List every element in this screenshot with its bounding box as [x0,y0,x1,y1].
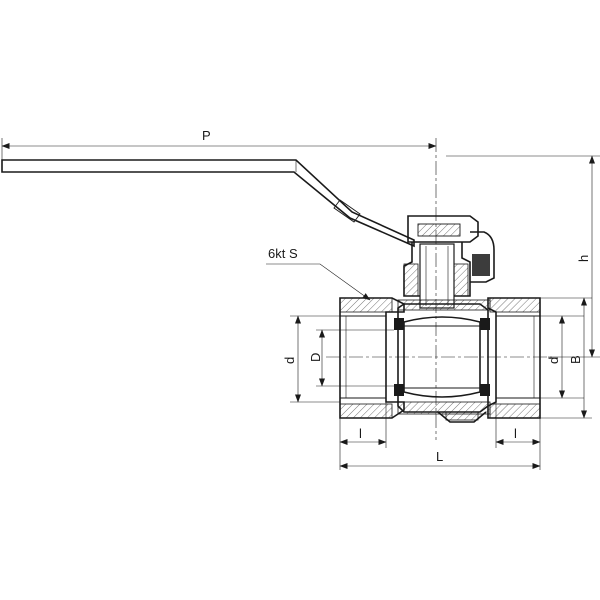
dimension-d-right: d [540,315,584,399]
label-L: L [436,449,443,464]
label-hex: 6kt S [268,246,298,261]
hex-leader: 6kt S [266,246,371,301]
dimension-h: h [446,155,600,358]
dimension-l-left: l [339,402,387,470]
valve-body [339,297,541,423]
dimension-B: B [540,297,592,419]
label-l-left: l [359,426,362,441]
stem-nut [403,215,495,309]
dimension-D: D [308,329,394,387]
label-B: B [568,355,583,364]
centerlines [326,138,552,440]
label-h: h [576,255,591,262]
label-d-left: d [282,357,297,364]
label-D: D [308,353,323,362]
label-d-right: d [546,357,561,364]
dimension-L: L [339,449,541,469]
lever-handle [1,159,415,248]
label-p: P [202,128,211,143]
dimension-l-right: l [495,402,541,470]
dimension-p: P [1,128,437,160]
label-l-right: l [514,426,517,441]
dimension-d-left: d [282,315,340,403]
